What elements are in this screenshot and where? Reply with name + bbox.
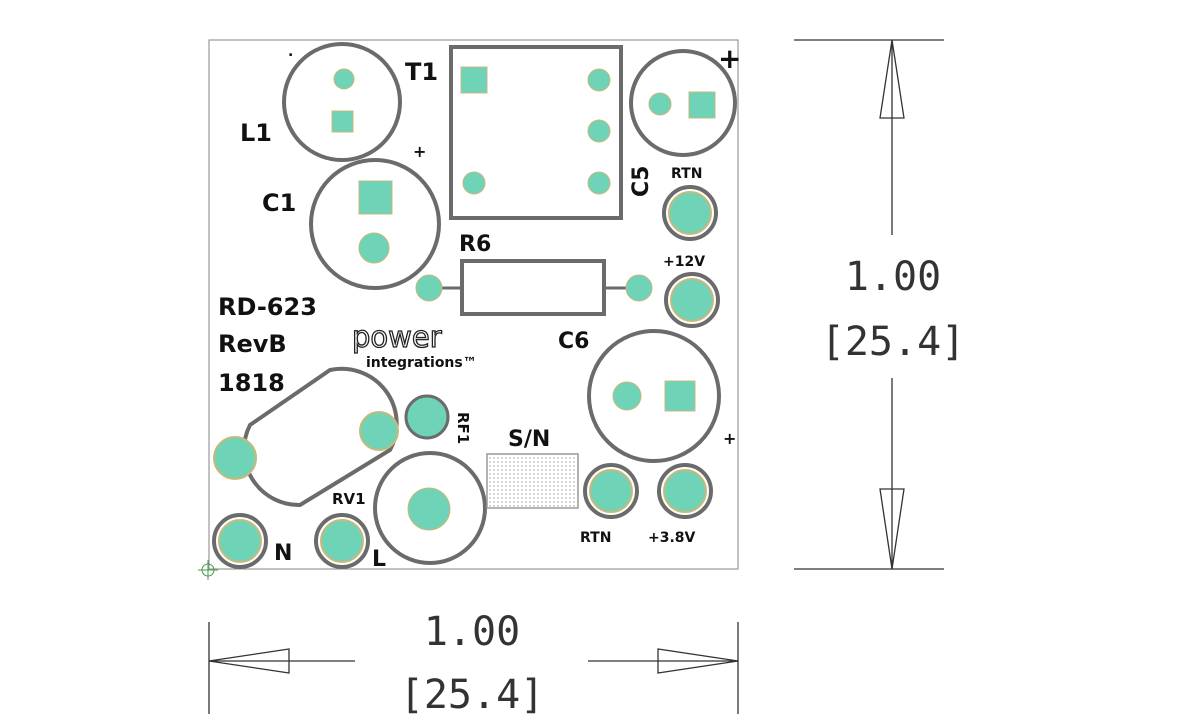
polarity-c5: + [718, 42, 741, 75]
label-r6: R6 [459, 232, 491, 257]
capacitor-c6 [587, 329, 721, 463]
dimension-horizontal [208, 622, 739, 714]
label-n: N [274, 541, 292, 566]
origin-marker [198, 560, 218, 580]
board-id-line3: 1818 [218, 369, 285, 397]
board-id-line2: RevB [218, 330, 287, 358]
label-c6: C6 [558, 329, 589, 354]
logo-integrations: integrations™ [366, 355, 477, 371]
terminal-3v8 [657, 463, 713, 519]
label-c5: C5 [629, 166, 654, 197]
board-outline [208, 39, 739, 570]
dimension-vertical [794, 39, 944, 570]
capacitor-c1 [309, 158, 441, 290]
resistor-r6 [415, 259, 653, 316]
label-c1: C1 [262, 189, 296, 217]
label-12v: +12V [663, 254, 705, 270]
terminal-rtn-bottom [583, 463, 639, 519]
label-rv1: RV1 [332, 490, 366, 508]
terminal-n [212, 513, 268, 569]
label-rf1: RF1 [454, 412, 472, 444]
transformer-t1 [449, 45, 623, 220]
capacitor-c5 [629, 49, 737, 157]
label-rtn-bottom: RTN [580, 530, 611, 546]
l1-dot: . [288, 44, 293, 60]
dimension-horizontal-inches: 1.00 [424, 609, 520, 655]
polarity-c1: + [413, 142, 426, 161]
board-id-line1: RD-623 [218, 293, 317, 321]
label-rtn-top: RTN [671, 166, 702, 182]
polarity-c6: + [723, 429, 736, 448]
inductor-l1: . [282, 42, 402, 162]
logo-power: power [352, 320, 442, 354]
large-through-hole-component [373, 451, 487, 565]
serial-number-box [486, 453, 579, 509]
fuse-rf1-pad [404, 394, 450, 440]
label-3v8: +3.8V [648, 530, 696, 546]
varistor-rv1 [213, 366, 399, 508]
terminal-12v [664, 272, 720, 328]
dimension-vertical-inches: 1.00 [845, 254, 941, 300]
dimension-horizontal-mm: [25.4] [400, 672, 545, 718]
terminal-rtn-top [662, 185, 718, 241]
label-l1: L1 [240, 119, 272, 147]
dimension-vertical-mm: [25.4] [821, 319, 966, 365]
label-l: L [372, 547, 386, 572]
label-t1: T1 [405, 58, 438, 86]
terminal-l [314, 513, 370, 569]
label-sn: S/N [508, 427, 550, 452]
